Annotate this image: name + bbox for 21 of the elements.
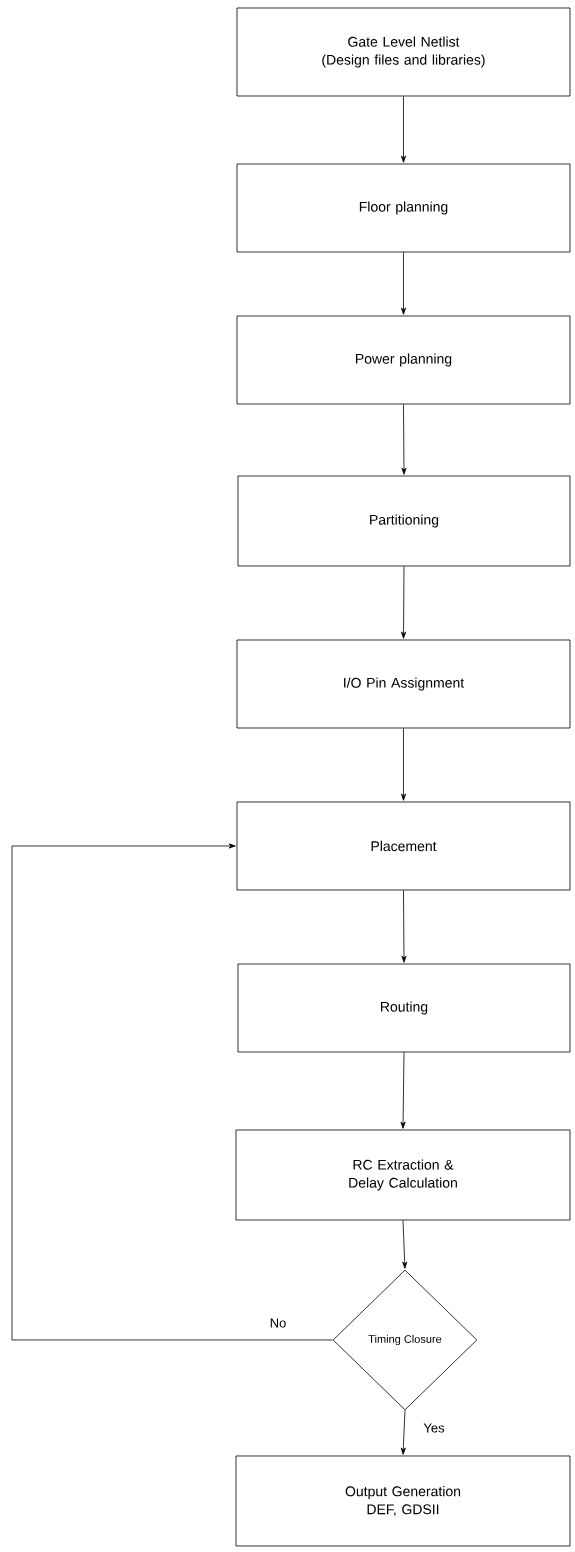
process-box: RC Extraction & Delay Calculation <box>235 1129 571 1221</box>
process-box: Power planning <box>236 315 571 405</box>
arrow <box>401 404 407 475</box>
arrow <box>11 843 333 1341</box>
arrow <box>400 96 406 163</box>
arrow <box>400 728 406 801</box>
arrow <box>401 890 407 963</box>
arrow <box>400 1410 406 1455</box>
process-box: Gate Level Netlist (Design files and libraries) <box>236 7 571 97</box>
process-box: Routing <box>237 963 571 1053</box>
arrow <box>401 566 407 639</box>
arrow <box>402 1220 408 1269</box>
process-box: Output Generation DEF, GDSII <box>235 1455 571 1547</box>
edge-label: No <box>268 1317 288 1329</box>
edge-label: Yes <box>422 1422 446 1434</box>
process-box: Partitioning <box>237 475 571 567</box>
arrow <box>400 1052 406 1129</box>
process-box: I/O Pin Assignment <box>236 639 571 729</box>
process-box: Placement <box>236 801 571 891</box>
arrow <box>400 252 406 315</box>
process-box: Floor planning <box>236 163 571 253</box>
